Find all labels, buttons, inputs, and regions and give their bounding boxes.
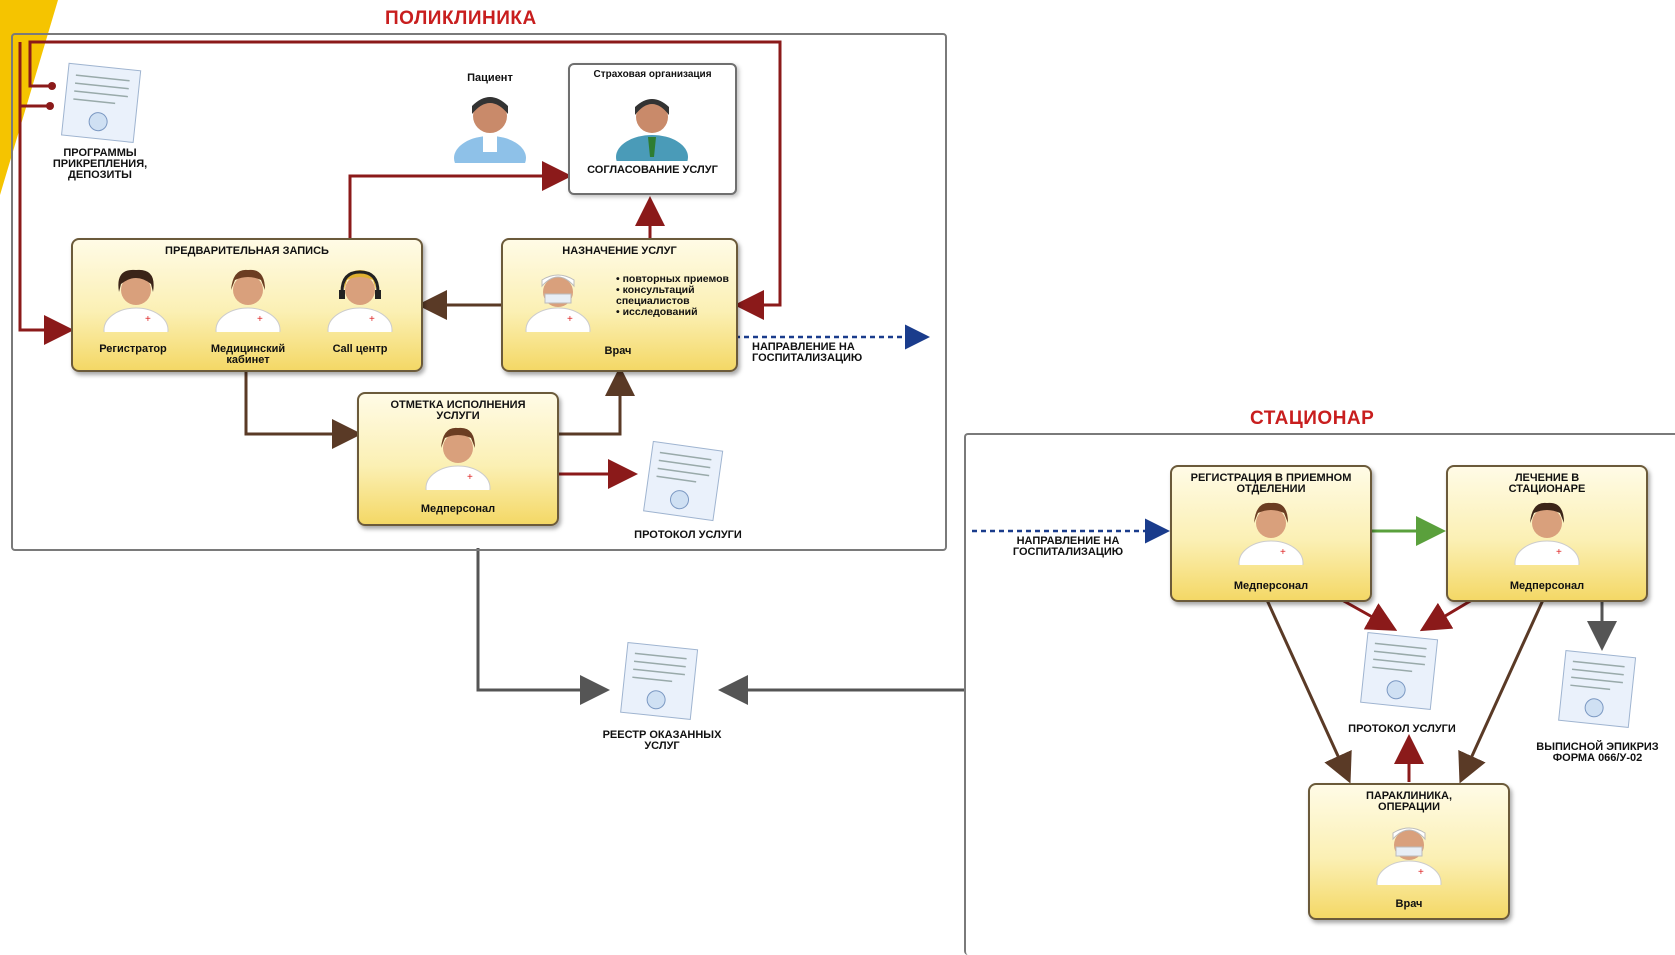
- admission-title: РЕГИСТРАЦИЯ В ПРИЕМНОМ ОТДЕЛЕНИИ: [1190, 472, 1352, 495]
- paraclinic-doctor-avatar: +: [1374, 819, 1444, 906]
- discharge-document-icon: [1550, 648, 1645, 733]
- doctor-avatar: +: [523, 266, 593, 353]
- hospital-region: [964, 433, 1675, 955]
- assign-title: НАЗНАЧЕНИЕ УСЛУГ: [562, 245, 677, 257]
- admission-box: РЕГИСТРАЦИЯ В ПРИЕМНОМ ОТДЕЛЕНИИ + Медпе…: [1170, 465, 1372, 602]
- patient-avatar: [450, 88, 530, 180]
- programs-label: ПРОГРАММЫ ПРИКРЕПЛЕНИЯ, ДЕПОЗИТЫ: [52, 147, 148, 181]
- hospital-title: СТАЦИОНАР: [1250, 408, 1375, 429]
- assign-services-box: НАЗНАЧЕНИЕ УСЛУГ + • повторных приемов •…: [501, 238, 738, 372]
- registry-label: РЕЕСТР ОКАЗАННЫХ УСЛУГ: [602, 729, 722, 752]
- assign-person-label: Врач: [604, 345, 632, 357]
- call-center-avatar: +: [325, 266, 395, 353]
- treatment-person-label: Медперсонал: [1509, 580, 1585, 592]
- insurance-box: Страховая организация СОГЛАСОВАНИЕ УСЛУГ: [568, 63, 737, 195]
- corner-accent: [0, 0, 60, 200]
- polyclinic-title: ПОЛИКЛИНИКА: [385, 8, 537, 29]
- paraclinic-person-label: Врач: [1395, 898, 1423, 910]
- svg-text:+: +: [257, 314, 263, 325]
- paraclinic-title: ПАРАКЛИНИКА, ОПЕРАЦИИ: [1365, 790, 1453, 813]
- polyclinic-referral-label: НАПРАВЛЕНИЕ НА ГОСПИТАЛИЗАЦИЮ: [752, 341, 863, 364]
- svg-text:+: +: [467, 472, 473, 483]
- prereg-title: ПРЕДВАРИТЕЛЬНАЯ ЗАПИСЬ: [165, 245, 329, 257]
- polyclinic-protocol-label: ПРОТОКОЛ УСЛУГИ: [634, 529, 742, 541]
- svg-text:+: +: [369, 314, 375, 325]
- bullet-repeat: • повторных приемов: [616, 273, 729, 285]
- medical-room-label: Медицинский кабинет: [210, 343, 286, 366]
- insurance-avatar: [612, 91, 692, 179]
- polyclinic-region: [11, 33, 947, 551]
- call-center-label: Call центр: [332, 343, 388, 355]
- patient-label: Пациент: [467, 72, 513, 84]
- treatment-nurse-avatar: +: [1512, 499, 1582, 586]
- bullet-consult: • консультаций специалистов: [616, 284, 695, 307]
- svg-text:+: +: [1556, 547, 1562, 558]
- registrar-label: Регистратор: [99, 343, 167, 355]
- insurance-caption: СОГЛАСОВАНИЕ УСЛУГ: [587, 164, 718, 176]
- svg-text:+: +: [1280, 547, 1286, 558]
- mark-title: ОТМЕТКА ИСПОЛНЕНИЯ УСЛУГИ: [390, 399, 526, 422]
- svg-text:+: +: [145, 314, 151, 325]
- insurance-title: Страховая организация: [593, 69, 712, 80]
- admission-person-label: Медперсонал: [1233, 580, 1309, 592]
- assign-bullets: • повторных приемов • консультаций специ…: [616, 274, 731, 318]
- treatment-box: ЛЕЧЕНИЕ В СТАЦИОНАРЕ + Медперсонал: [1446, 465, 1648, 602]
- medical-room-avatar: +: [213, 266, 283, 353]
- paraclinic-box: ПАРАКЛИНИКА, ОПЕРАЦИИ + Врач: [1308, 783, 1510, 920]
- polyclinic-protocol-icon: [636, 440, 731, 525]
- svg-text:+: +: [567, 314, 573, 325]
- treatment-title: ЛЕЧЕНИЕ В СТАЦИОНАРЕ: [1508, 472, 1586, 495]
- prereg-box: ПРЕДВАРИТЕЛЬНАЯ ЗАПИСЬ + Регистратор + М…: [71, 238, 423, 372]
- svg-text:+: +: [1418, 867, 1424, 878]
- registry-document-icon: [612, 640, 707, 725]
- hospital-referral-label: НАПРАВЛЕНИЕ НА ГОСПИТАЛИЗАЦИЮ: [1012, 535, 1124, 558]
- bullet-research: • исследований: [616, 306, 698, 318]
- hospital-protocol-label: ПРОТОКОЛ УСЛУГИ: [1348, 723, 1456, 735]
- admission-nurse-avatar: +: [1236, 499, 1306, 586]
- mark-nurse-avatar: +: [423, 424, 493, 511]
- discharge-label: ВЫПИСНОЙ ЭПИКРИЗ ФОРМА 066/У-02: [1536, 741, 1659, 764]
- registrar-avatar: +: [101, 266, 171, 353]
- programs-document-icon: [55, 62, 150, 147]
- mark-execution-box: ОТМЕТКА ИСПОЛНЕНИЯ УСЛУГИ + Медперсонал: [357, 392, 559, 526]
- mark-person-label: Медперсонал: [420, 503, 496, 515]
- hospital-protocol-icon: [1352, 630, 1447, 715]
